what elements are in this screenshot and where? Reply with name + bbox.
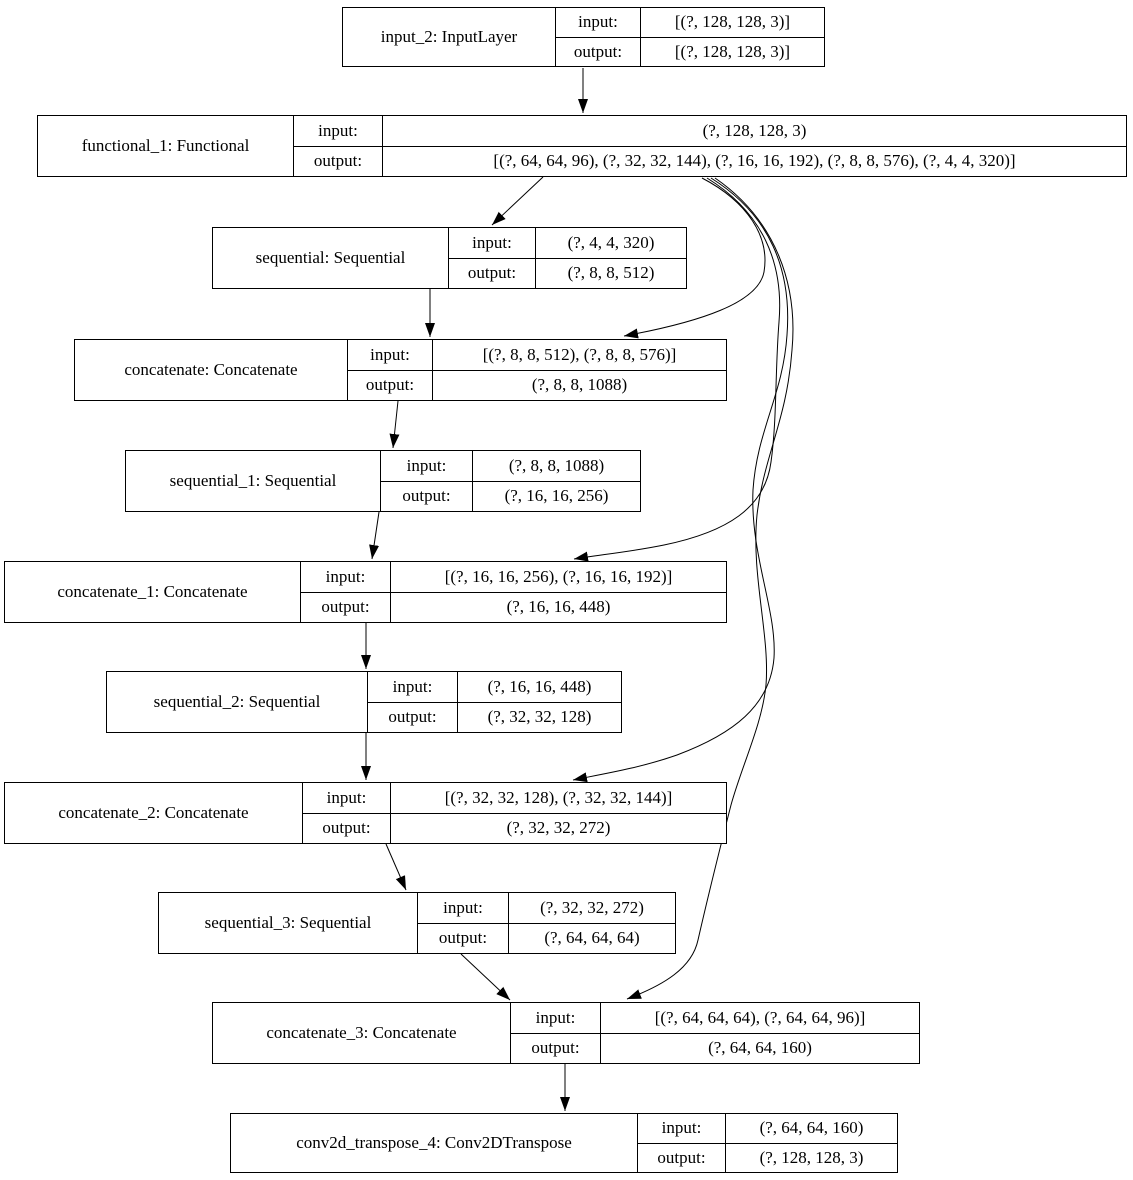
layer-io: input: [(?, 128, 128, 3)] output: [(?, 1… [556,8,824,66]
layer-node-sequential_3: sequential_3: Sequential input: (?, 32, … [158,892,676,954]
output-label: output: [301,592,391,622]
layer-io: input: (?, 32, 32, 272) output: (?, 64, … [418,893,675,953]
layer-node-conv2d_transpose_4: conv2d_transpose_4: Conv2DTranspose inpu… [230,1113,898,1173]
output-label: output: [638,1143,726,1172]
layer-node-concatenate_3: concatenate_3: Concatenate input: [(?, 6… [212,1002,920,1064]
layer-io: input: [(?, 16, 16, 256), (?, 16, 16, 19… [301,562,726,622]
output-label: output: [294,146,383,176]
input-shape: [(?, 8, 8, 512), (?, 8, 8, 576)] [482,344,677,364]
layer-io: input: (?, 64, 64, 160) output: (?, 128,… [638,1114,897,1172]
input-shape: [(?, 32, 32, 128), (?, 32, 32, 144)] [444,787,673,807]
output-shape: [(?, 64, 64, 96), (?, 32, 32, 144), (?, … [493,151,1016,171]
input-label: input: [556,8,641,37]
input-label: input: [449,228,536,258]
output-label: output: [368,702,458,732]
layer-node-concatenate_2: concatenate_2: Concatenate input: [(?, 3… [4,782,727,844]
layer-title: functional_1: Functional [38,116,294,176]
layer-node-sequential_2: sequential_2: Sequential input: (?, 16, … [106,671,622,733]
output-label: output: [556,37,641,66]
input-shape: (?, 32, 32, 272) [540,897,644,917]
output-shape: (?, 8, 8, 1088) [531,375,628,395]
output-shape: (?, 16, 16, 256) [504,486,609,506]
edge-functional_1-to-concatenate_3 [626,177,794,1000]
layer-node-input_2: input_2: InputLayer input: [(?, 128, 128… [342,7,825,67]
output-shape: (?, 128, 128, 3) [759,1147,864,1167]
input-shape: (?, 128, 128, 3) [702,120,807,140]
output-shape: (?, 8, 8, 512) [567,263,655,283]
output-label: output: [449,258,536,288]
input-label: input: [511,1003,601,1033]
edge-sequential_1-to-concatenate_1 [369,511,380,560]
input-shape: [(?, 16, 16, 256), (?, 16, 16, 192)] [444,566,673,586]
layer-title: concatenate: Concatenate [75,340,348,400]
input-label: input: [381,451,473,481]
layer-title: input_2: InputLayer [343,8,556,66]
input-label: input: [301,562,391,592]
layer-io: input: (?, 8, 8, 1088) output: (?, 16, 1… [381,451,640,511]
input-label: input: [294,116,383,146]
input-shape: (?, 16, 16, 448) [487,676,592,696]
input-label: input: [638,1114,726,1143]
edge-functional_1-to-concatenate_1 [573,177,781,562]
output-label: output: [303,813,391,843]
edge-concatenate_2-to-sequential_3 [385,843,407,891]
layer-io: input: (?, 128, 128, 3) output: [(?, 64,… [294,116,1126,176]
output-shape: (?, 32, 32, 128) [487,707,592,727]
output-label: output: [418,923,509,953]
output-label: output: [348,370,433,400]
output-label: output: [381,481,473,511]
layer-title: sequential_3: Sequential [159,893,418,953]
layer-io: input: [(?, 8, 8, 512), (?, 8, 8, 576)] … [348,340,726,400]
layer-title: concatenate_2: Concatenate [5,783,303,843]
layer-io: input: [(?, 32, 32, 128), (?, 32, 32, 14… [303,783,726,843]
layer-node-sequential: sequential: Sequential input: (?, 4, 4, … [212,227,687,289]
layer-node-concatenate_1: concatenate_1: Concatenate input: [(?, 1… [4,561,727,623]
layer-title: concatenate_1: Concatenate [5,562,301,622]
edge-concatenate-to-sequential_1 [389,400,400,449]
input-label: input: [348,340,433,370]
layer-title: sequential_2: Sequential [107,672,368,732]
input-shape: [(?, 128, 128, 3)] [674,12,791,32]
layer-title: concatenate_3: Concatenate [213,1003,511,1063]
edge-sequential_3-to-concatenate_3 [460,953,511,1001]
layer-title: sequential_1: Sequential [126,451,381,511]
input-label: input: [418,893,509,923]
layer-io: input: [(?, 64, 64, 64), (?, 64, 64, 96)… [511,1003,919,1063]
output-shape: (?, 64, 64, 64) [544,928,640,948]
edge-functional_1-to-concatenate_2 [572,177,789,783]
layer-node-concatenate: concatenate: Concatenate input: [(?, 8, … [74,339,727,401]
layer-title: conv2d_transpose_4: Conv2DTranspose [231,1114,638,1172]
output-shape: (?, 16, 16, 448) [506,597,611,617]
layer-title: sequential: Sequential [213,228,449,288]
input-label: input: [368,672,458,702]
input-shape: (?, 8, 8, 1088) [508,455,605,475]
edge-functional_1-to-sequential [491,176,544,226]
input-shape: (?, 64, 64, 160) [759,1118,864,1138]
edge-functional_1-to-concatenate [623,177,766,339]
output-label: output: [511,1033,601,1063]
input-shape: [(?, 64, 64, 64), (?, 64, 64, 96)] [654,1007,866,1027]
layer-node-sequential_1: sequential_1: Sequential input: (?, 8, 8… [125,450,641,512]
layer-io: input: (?, 16, 16, 448) output: (?, 32, … [368,672,621,732]
layer-io: input: (?, 4, 4, 320) output: (?, 8, 8, … [449,228,686,288]
input-label: input: [303,783,391,813]
layer-node-functional_1: functional_1: Functional input: (?, 128,… [37,115,1127,177]
output-shape: [(?, 128, 128, 3)] [674,41,791,61]
input-shape: (?, 4, 4, 320) [567,232,655,252]
output-shape: (?, 32, 32, 272) [506,818,611,838]
output-shape: (?, 64, 64, 160) [708,1038,812,1058]
